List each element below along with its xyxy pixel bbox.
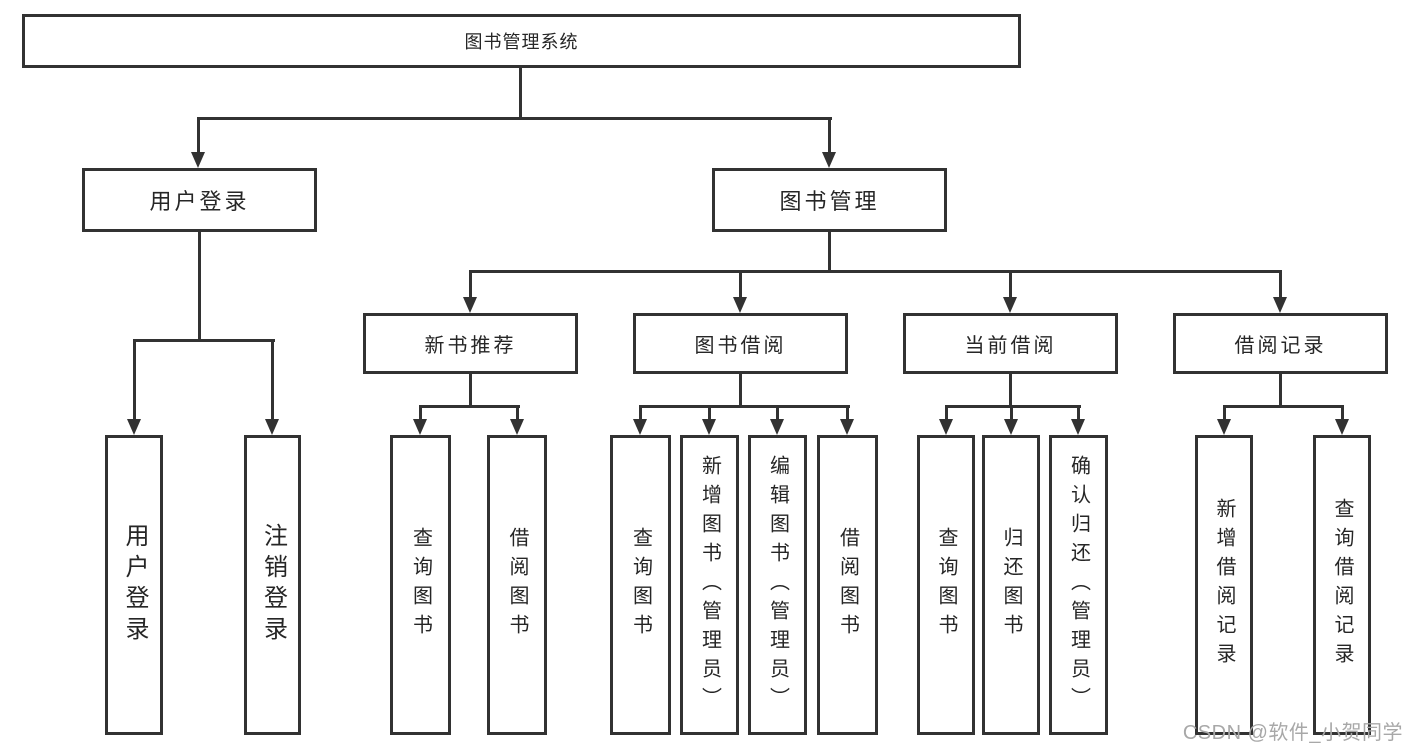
arrowhead-down-icon (127, 419, 141, 435)
arrowhead-down-icon (770, 419, 784, 435)
node-book-management: 图书管理 (712, 168, 947, 232)
node-label: 新增借阅记录 (1213, 498, 1235, 672)
arrowhead-down-icon (633, 419, 647, 435)
node-book-borrowing: 图书借阅 (633, 313, 848, 374)
node-borrowing-records: 借阅记录 (1173, 313, 1388, 374)
connector-leaf-shaft (639, 405, 642, 421)
leaf-edit-book-admin: 编辑图书（管理员） (748, 435, 807, 735)
leaf-query-books-3: 查询图书 (917, 435, 975, 735)
connector-current-borrow-stub (1009, 374, 1012, 408)
arrowhead-down-icon (413, 419, 427, 435)
connector-borrow-records-stub (1279, 374, 1282, 408)
node-label: 新书推荐 (424, 335, 517, 357)
node-label: 图书借阅 (694, 335, 787, 357)
connector-leaf-shaft (945, 405, 948, 421)
watermark: CSDN @软件_小贺同学 (1182, 722, 1403, 744)
node-label: 编辑图书（管理员） (766, 454, 789, 716)
arrowhead-down-icon (840, 419, 854, 435)
arrowhead-down-icon (1003, 297, 1017, 313)
node-label: 查询图书 (935, 527, 957, 643)
node-user-login: 用户登录 (82, 168, 317, 232)
arrowhead-down-icon (733, 297, 747, 313)
connector-to-leaf-logout (271, 339, 274, 420)
arrowhead-down-icon (822, 152, 836, 168)
connector-root-hline (197, 117, 832, 120)
arrowhead-down-icon (191, 152, 205, 168)
connector-user-login-hline (133, 339, 275, 342)
connector-to-new-book-rec (469, 270, 472, 298)
node-current-borrowing: 当前借阅 (903, 313, 1118, 374)
connector-user-login-stub (198, 232, 201, 342)
connector-to-book-borrow (739, 270, 742, 298)
leaf-user-login: 用户登录 (105, 435, 163, 735)
node-new-book-recommendation: 新书推荐 (363, 313, 578, 374)
leaf-add-book-admin: 新增图书（管理员） (680, 435, 739, 735)
connector-current-borrow-hline (945, 405, 1081, 408)
node-label: 查询图书 (409, 527, 432, 643)
leaf-query-borrow-record: 查询借阅记录 (1313, 435, 1371, 735)
connector-book-borrow-hline (639, 405, 850, 408)
leaf-borrow-books-1: 借阅图书 (487, 435, 547, 735)
node-label: 借阅图书 (836, 527, 859, 643)
connector-book-borrow-stub (739, 374, 742, 408)
connector-root-to-book-mgmt (828, 117, 831, 153)
leaf-logout: 注销登录 (244, 435, 301, 735)
arrowhead-down-icon (1217, 419, 1231, 435)
connector-leaf-shaft (708, 405, 711, 421)
connector-new-book-stub (469, 374, 472, 408)
node-label: 借阅记录 (1234, 335, 1327, 357)
arrowhead-down-icon (1071, 419, 1085, 435)
connector-book-mgmt-stub (828, 232, 831, 273)
node-label: 用户登录 (121, 523, 148, 647)
arrowhead-down-icon (1335, 419, 1349, 435)
connector-leaf-shaft (846, 405, 849, 421)
node-label: 查询图书 (629, 527, 652, 643)
arrowhead-down-icon (265, 419, 279, 435)
connector-leaf-shaft (1010, 405, 1013, 421)
leaf-query-books-2: 查询图书 (610, 435, 671, 735)
leaf-add-borrow-record: 新增借阅记录 (1195, 435, 1253, 735)
connector-root-to-user-login (197, 117, 200, 153)
connector-leaf-shaft (1223, 405, 1226, 421)
node-library-management-system: 图书管理系统 (22, 14, 1021, 68)
leaf-return-book: 归还图书 (982, 435, 1040, 735)
connector-book-mgmt-hline (469, 270, 1282, 273)
node-label: 查询借阅记录 (1331, 498, 1353, 672)
leaf-query-books-1: 查询图书 (390, 435, 451, 735)
node-label: 归还图书 (1000, 527, 1022, 643)
arrowhead-down-icon (702, 419, 716, 435)
connector-leaf-shaft (419, 405, 422, 421)
node-label: 图书管理 (779, 189, 880, 214)
connector-root-stub (519, 68, 522, 118)
connector-leaf-shaft (516, 405, 519, 421)
leaf-confirm-return-admin: 确认归还（管理员） (1049, 435, 1108, 735)
arrowhead-down-icon (1273, 297, 1287, 313)
arrowhead-down-icon (1004, 419, 1018, 435)
node-label: 新增图书（管理员） (698, 454, 721, 716)
node-label: 注销登录 (259, 523, 287, 647)
node-label: 图书管理系统 (464, 32, 579, 52)
connector-to-leaf-user-login (133, 339, 136, 420)
node-label: 当前借阅 (964, 335, 1057, 357)
connector-leaf-shaft (776, 405, 779, 421)
connector-leaf-shaft (1077, 405, 1080, 421)
connector-to-borrow-records (1279, 270, 1282, 298)
arrowhead-down-icon (510, 419, 524, 435)
connector-new-book-hline (419, 405, 520, 408)
arrowhead-down-icon (463, 297, 477, 313)
connector-leaf-shaft (1341, 405, 1344, 421)
node-label: 用户登录 (149, 189, 250, 214)
connector-to-current-borrow (1009, 270, 1012, 298)
connector-borrow-records-hline (1223, 405, 1344, 408)
arrowhead-down-icon (939, 419, 953, 435)
leaf-borrow-books-2: 借阅图书 (817, 435, 878, 735)
node-label: 借阅图书 (506, 527, 528, 643)
node-label: 确认归还（管理员） (1067, 454, 1090, 716)
